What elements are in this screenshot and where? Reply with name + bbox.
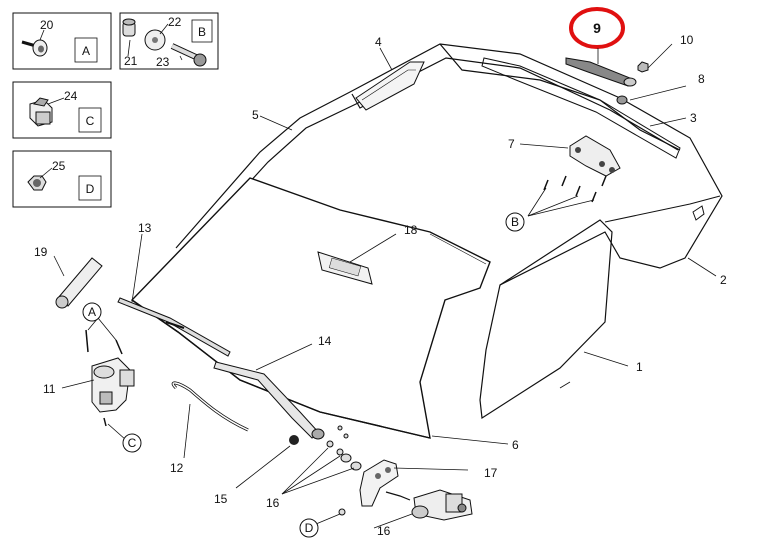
wiper-motor-7	[543, 135, 621, 203]
callout-15: 15	[214, 492, 228, 506]
callout-16-upper: 16	[266, 496, 280, 510]
box-letter-d: D	[86, 182, 95, 196]
callout-4: 4	[375, 35, 382, 49]
wiper-blade-13	[117, 297, 231, 357]
hose-19	[55, 257, 103, 309]
callout-11: 11	[43, 382, 56, 396]
callout-8: 8	[698, 72, 705, 86]
fasteners-16	[326, 425, 362, 516]
callout-2: 2	[720, 273, 727, 287]
spacer-21-icon	[122, 18, 136, 37]
ref-letter-d: D	[305, 521, 314, 535]
inner-panel-2	[604, 195, 721, 223]
callout-22: 22	[168, 15, 182, 29]
spoiler-4	[355, 61, 425, 111]
wiper-arm-9	[565, 57, 637, 87]
callout-24: 24	[64, 89, 78, 103]
ref-circle-a: A	[82, 302, 102, 322]
box-letter-a: A	[82, 44, 90, 58]
wiper-arm-14	[213, 361, 325, 440]
cap-15	[289, 435, 299, 445]
brake-light-18	[317, 251, 373, 285]
callout-17: 17	[484, 466, 498, 480]
box-letter-c: C	[86, 114, 95, 128]
ref-letter-b: B	[511, 215, 519, 229]
bracket-17	[359, 459, 399, 507]
callout-10: 10	[680, 33, 694, 47]
nut-25-icon	[27, 175, 47, 191]
callout-3: 3	[690, 111, 697, 125]
callout-1: 1	[636, 360, 643, 374]
legend-box-c: C 24	[12, 81, 112, 139]
ref-circle-c: C	[122, 433, 142, 453]
legend-box-d: D 25	[12, 150, 112, 208]
callout-25: 25	[52, 159, 66, 173]
ref-circle-b: B	[505, 212, 525, 232]
callout-6: 6	[512, 438, 519, 452]
rear-glass-panel	[130, 177, 491, 439]
ref-circle-d: D	[299, 518, 319, 538]
leader-lines	[53, 43, 717, 529]
washer-hose-12	[171, 381, 249, 432]
ref-letter-c: C	[128, 436, 137, 450]
legend-box-b: B 21 22 23	[119, 12, 219, 70]
callout-5: 5	[252, 108, 259, 122]
highlight-circle-9: 9	[569, 7, 625, 49]
glass-lower-edge-6	[131, 299, 431, 439]
cap-8	[616, 95, 628, 105]
wiper-motor-16	[385, 489, 473, 521]
washer-pump-11	[91, 357, 135, 413]
callout-14: 14	[318, 334, 332, 348]
callout-13: 13	[138, 221, 152, 235]
legend-box-a: A 20	[12, 12, 112, 70]
callout-18: 18	[404, 223, 418, 237]
callout-21: 21	[124, 54, 138, 68]
screw-20-icon	[21, 39, 48, 57]
washer-22-icon	[144, 29, 166, 51]
callout-12: 12	[170, 461, 184, 475]
clip-24-icon	[29, 97, 53, 127]
callout-20: 20	[40, 18, 54, 32]
callout-23: 23	[156, 55, 170, 69]
callout-19: 19	[34, 245, 48, 259]
callout-7: 7	[508, 137, 515, 151]
callout-9: 9	[593, 20, 601, 36]
nut-10	[637, 61, 649, 73]
side-trim-1	[479, 219, 613, 420]
trim-strip-3	[481, 57, 681, 159]
callout-16-lower: 16	[377, 524, 391, 538]
ref-letter-a: A	[88, 305, 96, 319]
box-letter-b: B	[198, 25, 206, 39]
bolt-23-icon	[170, 43, 207, 67]
